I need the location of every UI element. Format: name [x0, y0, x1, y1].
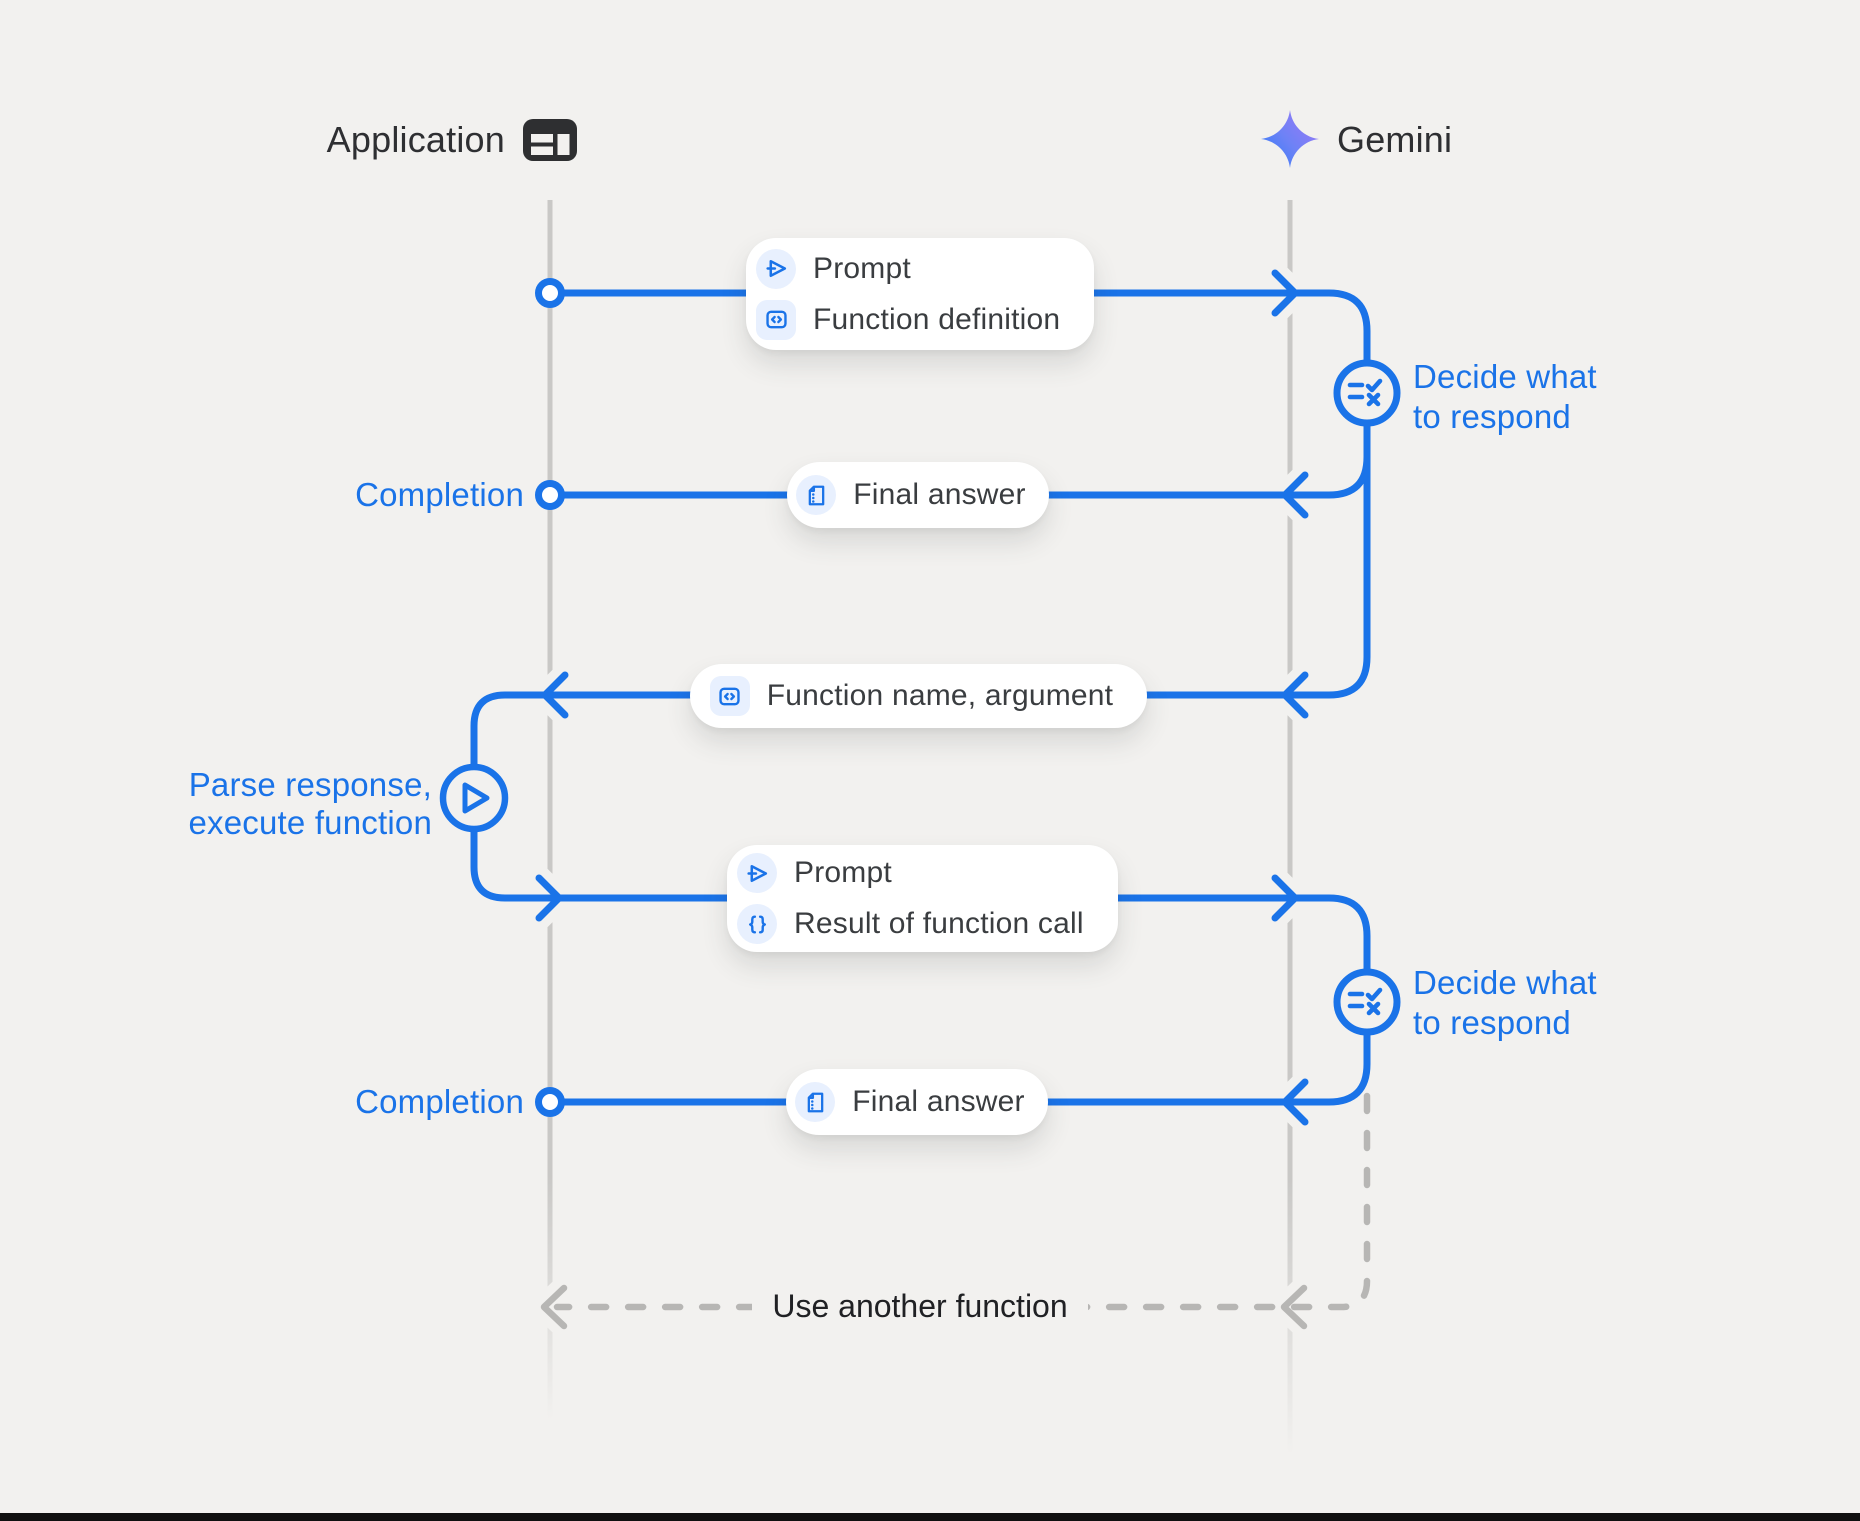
- lifelines: [547, 200, 1293, 1455]
- play-icon: [462, 782, 490, 814]
- arrowhead: [1271, 269, 1299, 317]
- message-card-final-answer-1: Final answer: [787, 462, 1049, 528]
- use-another-function-label: Use another function: [752, 1286, 1088, 1326]
- loop-arrowhead-gemini: [1280, 1284, 1308, 1330]
- flow-nodes: [439, 278, 1401, 1117]
- message-card-prompt-function-definition: Prompt Function definition: [746, 238, 1094, 350]
- rule-decide-icon: [1347, 378, 1383, 407]
- start-port: [535, 278, 565, 308]
- message-card-function-name-argument: Function name, argument: [690, 664, 1147, 728]
- gemini-title: Gemini: [1337, 119, 1453, 160]
- completion-label-2: Completion: [355, 1083, 524, 1120]
- decide-node-1: [1333, 359, 1401, 427]
- decide-label-line: to respond: [1413, 1004, 1571, 1041]
- code-icon: [709, 676, 750, 716]
- wire-casings: [465, 260, 1376, 1339]
- message-label: Function definition: [813, 302, 1061, 336]
- decide-label-line: to respond: [1413, 398, 1571, 435]
- arrowhead: [1281, 471, 1309, 519]
- message-label: Result of function call: [794, 907, 1084, 940]
- prompt-flow-path: [470, 289, 1371, 768]
- summarize-document-icon: [795, 1082, 836, 1122]
- message-row: Prompt: [737, 848, 1092, 899]
- decide-label-line: Decide what: [1413, 964, 1597, 1001]
- completion-label-1: Completion: [355, 476, 524, 513]
- message-label: Prompt: [794, 856, 892, 889]
- decide-node-2: [1333, 968, 1401, 1036]
- decide-label-1: Decide what to respond: [1413, 357, 1597, 437]
- parse-execute-label: Parse response, execute function: [132, 766, 432, 842]
- message-label: Final answer: [852, 1085, 1025, 1118]
- message-row: Result of function call: [737, 899, 1092, 950]
- completion-port-1: [535, 480, 565, 510]
- final-answer-2-path: [562, 1031, 1371, 1106]
- application-title: Application: [326, 119, 505, 160]
- flow-paths: [470, 269, 1371, 1126]
- message-row: Function definition: [756, 294, 1068, 345]
- message-card-prompt-result: Prompt Result of function call: [727, 845, 1118, 952]
- message-label: Prompt: [813, 251, 911, 285]
- braces-icon: [737, 904, 777, 944]
- summarize-document-icon: [796, 475, 837, 515]
- loop-dashed-line: [540, 1092, 1371, 1330]
- message-row: Prompt: [756, 243, 1068, 294]
- arrowhead: [1271, 874, 1299, 922]
- arrowhead: [535, 874, 563, 922]
- decide-label-line: Decide what: [1413, 358, 1597, 395]
- loop-arrowhead-application: [540, 1284, 568, 1330]
- completion-port-2: [535, 1087, 565, 1117]
- gemini-spark-icon: [1261, 108, 1319, 175]
- code-icon: [756, 299, 796, 340]
- arrowhead: [541, 671, 569, 719]
- message-label: Final answer: [853, 478, 1026, 511]
- decide-label-2: Decide what to respond: [1413, 963, 1597, 1043]
- parse-execute-node: [439, 763, 509, 833]
- send-icon: [737, 853, 777, 893]
- arrowhead: [1281, 1078, 1309, 1126]
- rule-decide-icon: [1347, 987, 1383, 1016]
- arrowhead: [1281, 671, 1309, 719]
- message-label: Function name, argument: [766, 679, 1114, 712]
- app-window-icon: [523, 117, 577, 168]
- message-card-final-answer-2: Final answer: [786, 1069, 1048, 1135]
- result-flow-path: [470, 829, 1371, 973]
- parse-label-line: Parse response,: [188, 766, 432, 803]
- final-answer-1-path: [562, 456, 1371, 499]
- bottom-edge-bar: [0, 1513, 1860, 1521]
- send-icon: [756, 248, 796, 289]
- parse-label-line: execute function: [188, 804, 432, 841]
